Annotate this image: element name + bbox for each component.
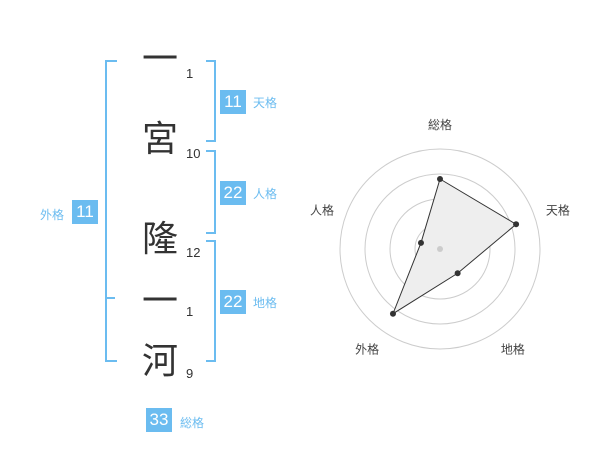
gaikaku-bracket-divider [105, 297, 115, 299]
radar-axis-label: 総格 [428, 117, 452, 132]
stroke-count-2: 10 [186, 146, 201, 161]
chikaku-label: 地格 [253, 296, 278, 310]
name-char-4: 一 [141, 281, 178, 322]
name-char-3: 隆 [141, 219, 178, 260]
radar-points [389, 176, 520, 317]
tenkaku-value-badge: 11 [220, 90, 246, 114]
radar-axis-label: 外格 [355, 341, 379, 356]
jinkaku-value-badge: 22 [220, 181, 246, 205]
jinkaku-bracket [206, 150, 216, 234]
name-char-5: 河 [141, 341, 178, 382]
gaikaku-value-badge: 11 [72, 200, 98, 224]
soukaku-value-badge: 33 [146, 408, 172, 432]
jinkaku-label: 人格 [253, 187, 278, 201]
name-char-2: 宮 [141, 119, 178, 160]
radar-ring [364, 173, 516, 325]
radar-center-dot [437, 246, 443, 252]
stroke-count-3: 12 [186, 245, 201, 260]
radar-point [417, 239, 424, 246]
chikaku-bracket [206, 240, 216, 362]
radar-point [513, 221, 520, 228]
chikaku-value-badge: 22 [220, 290, 246, 314]
radar-axis-label: 地格 [501, 341, 525, 356]
gaikaku-label: 外格 [40, 208, 65, 222]
radar-point [389, 310, 396, 317]
radar-ring [339, 148, 541, 350]
radar-area [391, 178, 517, 315]
gaikaku-bracket [105, 60, 117, 362]
radar-axis-label: 天格 [546, 203, 570, 218]
tenkaku-bracket [206, 60, 216, 142]
stroke-count-5: 9 [186, 366, 194, 381]
radar-axis-label: 人格 [310, 203, 334, 218]
soukaku-label: 総格 [180, 416, 205, 430]
name-char-1: 一 [141, 39, 178, 80]
radar-point [437, 176, 443, 182]
radar-point [454, 270, 461, 277]
stroke-count-1: 1 [186, 66, 194, 81]
tenkaku-label: 天格 [253, 96, 278, 110]
stroke-count-4: 1 [186, 304, 194, 319]
